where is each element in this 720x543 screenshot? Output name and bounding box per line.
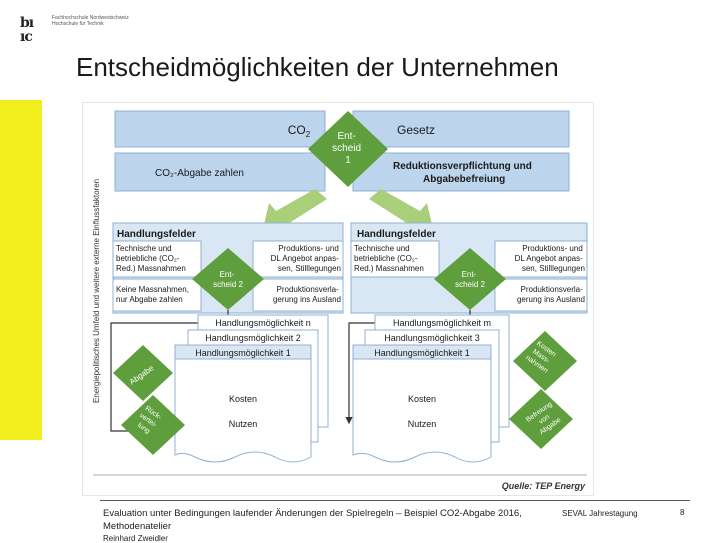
right-card-m-label: Handlungsmöglichkeit m [393,318,491,328]
reduction-label: Reduktionsverpflichtung und Abgabebefrei… [393,161,535,185]
co2-pay-box [114,152,326,192]
co2-pay-label: CO₂-Abgabe zahlen [155,168,244,179]
left-kosten-label: Kosten [229,394,257,404]
right-tl-box [350,240,440,278]
reduction-box [352,152,570,192]
right-tr-label: Produktions- und DL Angebot anpas- sen, … [515,244,585,273]
right-nutzen-label: Nutzen [408,419,437,429]
befreiung-diamond [509,389,573,449]
right-br-label: Produktionsverla- gerung ins Ausland [517,285,585,304]
left-decision-2-diamond [192,248,264,310]
left-card-1-header [174,344,312,360]
decision-1-diamond [308,111,388,187]
footer-author: Reinhard Zweidler [103,534,168,543]
page-title: Entscheidmöglichkeiten der Unternehmen [76,52,559,82]
source-label: Quelle: TEP Energy [502,481,586,491]
left-br-label: Produktionsverla- gerung ins Ausland [273,285,341,304]
logo-text-line2: Hochschule für Technik [52,21,104,27]
abgabe-diamond [113,345,173,401]
left-branch-arrow [263,189,327,233]
right-decision-2-diamond [434,248,506,310]
co2-label: CO2 [288,123,311,139]
left-bl-label: Keine Massnahmen, nur Abgabe zahlen [116,285,191,304]
right-card-1-header [352,344,492,360]
left-card-1-label: Handlungsmöglichkeit 1 [195,348,291,358]
diagram-svg: Energiepolitisches Umfeld und weitere ex… [92,110,588,491]
left-bl-box [112,278,202,312]
left-card-2-label: Handlungsmöglichkeit 2 [205,333,301,343]
left-card-n-label: Handlungsmöglichkeit n [215,318,311,328]
left-card-1 [174,344,312,463]
right-tr-box [494,240,588,278]
left-decision-2-label: Ent- scheid 2 [213,270,243,289]
right-br-box [494,278,588,312]
left-br-box [252,278,344,312]
left-tl-box [112,240,202,278]
left-nutzen-label: Nutzen [229,419,258,429]
decision-1-label: Ent- scheid 1 [332,131,364,166]
footer-rule [100,500,690,501]
side-label: Energiepolitisches Umfeld und weitere ex… [92,179,101,403]
right-panel-title: Handlungsfelder [357,229,436,240]
right-tl-label: Technische und betriebliche (CO₂- Red.) … [354,244,424,273]
footer-text: Evaluation unter Bedingungen laufender Ä… [103,508,522,532]
left-tl-label: Technische und betriebliche (CO₂- Red.) … [116,244,186,273]
left-tr-label: Produktions- und DL Angebot anpas- sen, … [271,244,341,273]
logo-text-line1: Fachhochschule Nordwestschweiz [52,15,129,21]
kosten-massnahmen-diamond [513,331,577,391]
co2-box [114,110,326,148]
right-branch-arrow [369,189,433,233]
logo: bı ıc [20,15,34,45]
left-tr-box [252,240,344,278]
gesetz-label: Gesetz [397,123,435,137]
rueckverteilung-diamond [121,395,185,455]
left-panel-title: Handlungsfelder [117,229,196,240]
right-decision-2-label: Ent- scheid 2 [455,270,485,289]
right-card-1 [352,344,492,463]
decision-diagram: Energiepolitisches Umfeld und weitere ex… [82,102,594,496]
right-kosten-label: Kosten [408,394,436,404]
footer-event: SEVAL Jahrestagung [562,509,638,518]
yellow-accent-bar [0,100,42,440]
right-card-1-label: Handlungsmöglichkeit 1 [374,348,470,358]
right-card-3-label: Handlungsmöglichkeit 3 [384,333,480,343]
gesetz-box [352,110,570,148]
page-number: 8 [680,508,685,517]
